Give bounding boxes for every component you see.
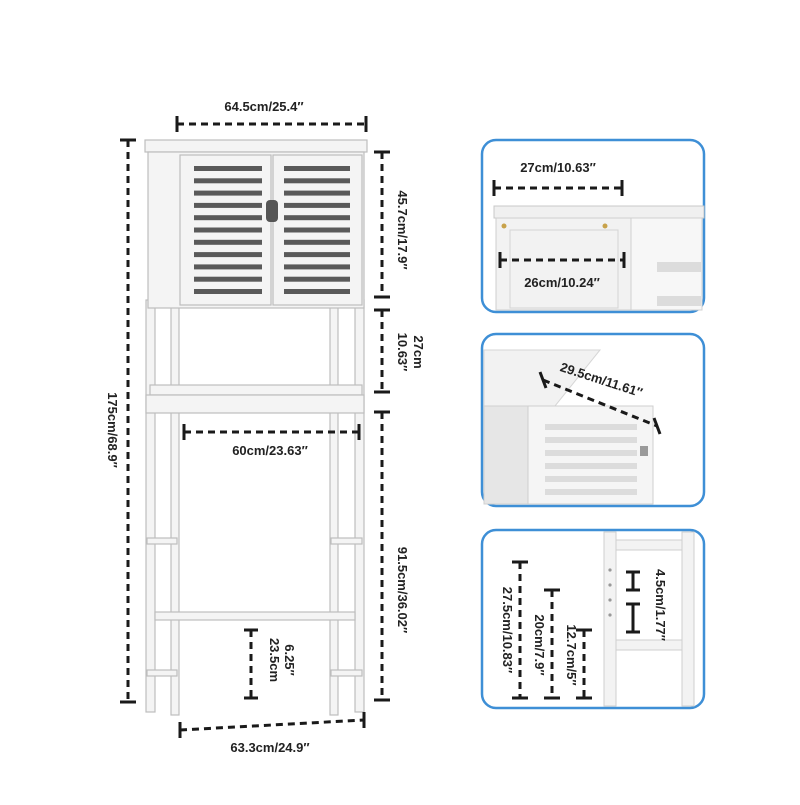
- louver-slat: [284, 289, 350, 294]
- open-shelf-height-cm: 27cm: [411, 335, 426, 368]
- louver-slat: [194, 215, 262, 221]
- louver-slat: [284, 227, 350, 233]
- lower-height-label: 91.5cm/36.02″: [395, 547, 410, 633]
- louver-slat: [284, 276, 350, 282]
- dim-shelf-width: 60cm/23.63″: [182, 424, 361, 458]
- detail-louvers: [545, 424, 637, 495]
- louver-slat: [194, 276, 262, 282]
- right-rung-upper: [330, 537, 363, 545]
- louver-slat: [194, 178, 262, 184]
- detail-leg-rear: [681, 531, 695, 707]
- louver-slat: [194, 264, 262, 270]
- louver-slat: [194, 252, 262, 258]
- louver-slat: [284, 264, 350, 270]
- left-front-leg: [145, 299, 156, 713]
- base-width-label: 63.3cm/24.9″: [230, 740, 309, 755]
- detail-louver-slat: [545, 437, 637, 443]
- middle-shelf-top: [149, 384, 363, 396]
- detail-louver-slat: [545, 489, 637, 495]
- louver-slat: [284, 202, 350, 208]
- louver-slat: [284, 178, 350, 184]
- detail-top-board: [493, 205, 705, 219]
- detail-louver-slat: [545, 476, 637, 482]
- top-width-label: 64.5cm/25.4″: [224, 99, 303, 114]
- louver-slat: [194, 166, 262, 171]
- detail-louver-slat: [545, 450, 637, 456]
- left-door-louvers: [194, 166, 262, 294]
- open-shelf-height-in: 10.63″: [395, 333, 410, 372]
- bar-height-in: 6.25″: [282, 644, 297, 676]
- cabinet-depth-label: 26cm/10.24″: [524, 275, 600, 290]
- louver-slat: [194, 190, 262, 196]
- total-height-label: 175cm/68.9″: [105, 392, 120, 468]
- louver-slat: [284, 166, 350, 171]
- louver-slat: [284, 239, 350, 245]
- adj-range-label: 27.5cm/10.83″: [500, 587, 515, 673]
- detail-screw-b: [602, 223, 608, 229]
- detail-louver-slat: [545, 463, 637, 469]
- detail-panel-adjustable-heights: 27.5cm/10.83″ 20cm/7.9″ 12.7cm/5″ 4.5cm/…: [480, 528, 706, 710]
- dim-base-width: 63.3cm/24.9″: [178, 712, 366, 755]
- shelf-width-label: 60cm/23.63″: [232, 443, 308, 458]
- top-depth-label: 27cm/10.63″: [520, 160, 596, 175]
- detail-leg-front: [603, 531, 617, 707]
- door-handle: [266, 200, 278, 222]
- dim-cabinet-height: 45.7cm/17.9″: [374, 150, 410, 299]
- detail-side-panel: [495, 217, 632, 311]
- right-door-louvers: [284, 166, 350, 294]
- louver-slat: [194, 239, 262, 245]
- detail-panel-shelf-depth: 29.5cm/11.61″: [480, 332, 706, 508]
- louver-slat: [284, 215, 350, 221]
- detail-screw-a: [501, 223, 507, 229]
- right-front-leg: [354, 299, 365, 713]
- left-rung-lower: [146, 669, 178, 677]
- louver-slat: [194, 202, 262, 208]
- middle-shelf-front: [145, 394, 365, 414]
- cabinet-top: [144, 139, 368, 153]
- dim-bar-height: 23.5cm 6.25″: [244, 628, 297, 700]
- detail-louver-slat: [545, 424, 637, 430]
- left-rear-leg: [170, 299, 180, 716]
- louver-slat: [284, 190, 350, 196]
- dim-top-width: 64.5cm/25.4″: [175, 99, 368, 132]
- louver-slat: [284, 252, 350, 258]
- right-rung-lower: [330, 669, 363, 677]
- right-rear-leg: [329, 299, 339, 716]
- left-rung-upper: [146, 537, 178, 545]
- dim-lower-height: 91.5cm/36.02″: [374, 410, 410, 702]
- adj-low-label: 12.7cm/5″: [564, 624, 579, 685]
- bottom-stretcher: [154, 611, 356, 621]
- hole-spacing-label: 4.5cm/1.77″: [653, 569, 668, 641]
- toilet-storage-shelf: [144, 139, 368, 716]
- bar-height-cm: 23.5cm: [267, 638, 282, 682]
- louver-slat: [194, 289, 262, 294]
- dim-open-shelf-height: 10.63″ 27cm: [374, 308, 426, 394]
- dim-total-height: 175cm/68.9″: [105, 138, 136, 704]
- detail-panel-top-depth: 27cm/10.63″ 26cm/10.24″: [480, 138, 706, 314]
- cabinet-height-label: 45.7cm/17.9″: [395, 190, 410, 269]
- louver-slat: [194, 227, 262, 233]
- adj-mid-label: 20cm/7.9″: [532, 614, 547, 675]
